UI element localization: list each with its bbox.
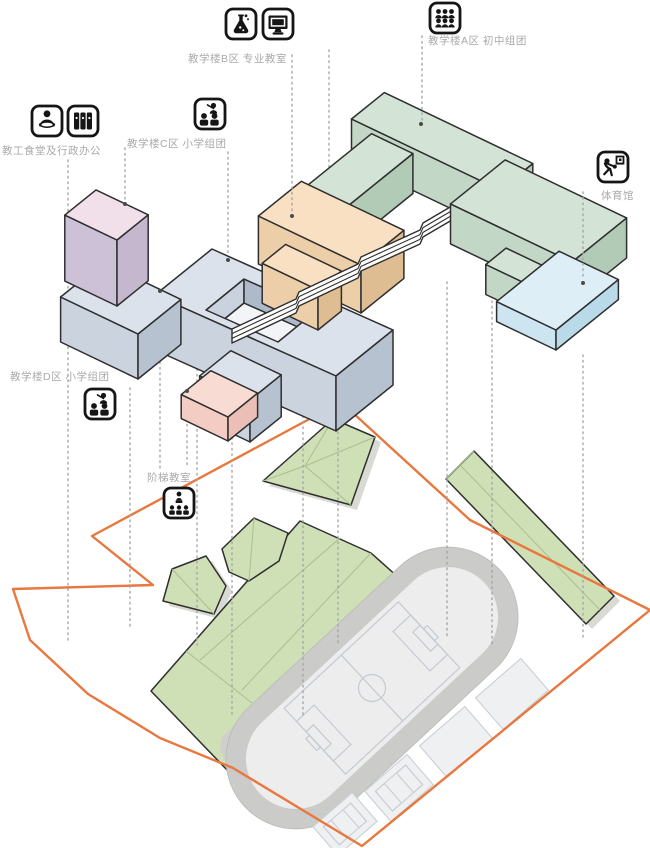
walkway-line xyxy=(231,197,475,335)
teacher-students-icon xyxy=(83,387,117,421)
leader-dot xyxy=(581,281,585,285)
ridge xyxy=(262,418,376,506)
leader-dot xyxy=(158,289,162,293)
site-plan xyxy=(11,400,650,848)
label-canteen-admin: 教工食堂及行政办公 xyxy=(2,145,101,157)
field-center-circle xyxy=(357,673,387,703)
basketball-icon xyxy=(596,150,630,184)
court-outline xyxy=(363,753,435,823)
goal xyxy=(422,624,440,642)
monitor-icon xyxy=(261,7,295,41)
field-halfway-line xyxy=(340,654,404,722)
site-boundary xyxy=(11,400,650,848)
leader-dot xyxy=(185,389,189,393)
court-line xyxy=(374,782,403,812)
label-building-a: 教学楼A区 初中组团 xyxy=(428,35,527,47)
leader-lines-over xyxy=(124,35,584,280)
leader-dot xyxy=(290,214,294,218)
court xyxy=(312,791,378,848)
people-group-icon xyxy=(428,1,462,35)
court xyxy=(474,657,550,731)
running-track xyxy=(225,546,519,830)
label-building-c: 教学楼C区 小学组团 xyxy=(127,138,227,150)
football-field xyxy=(283,601,461,775)
binders-icon xyxy=(66,104,100,138)
court-line xyxy=(395,764,424,794)
leader-dot xyxy=(419,122,423,126)
chef-icon xyxy=(30,104,64,138)
gymnasium-block-roof xyxy=(495,250,620,331)
building-c-right-face xyxy=(335,329,394,432)
site-ridge-lines xyxy=(171,418,601,704)
label-building-b: 教学楼B区 专业教室 xyxy=(188,53,287,65)
lecture-hall-block-roof xyxy=(180,369,259,418)
court xyxy=(363,753,435,823)
court-line xyxy=(342,802,368,829)
site-roof xyxy=(162,555,227,615)
court-outline xyxy=(312,791,378,848)
ridge xyxy=(171,517,255,615)
canteen-admin-tower-roof xyxy=(64,189,149,241)
leader-dot xyxy=(123,202,127,206)
label-lecture-hall: 阶梯教室 xyxy=(147,472,191,484)
sport-courts xyxy=(312,657,550,848)
building-b-main-roof xyxy=(257,180,405,266)
leader-dot xyxy=(226,258,230,262)
lecturer-icon xyxy=(162,486,196,520)
teacher-students-icon xyxy=(193,97,227,131)
label-gymnasium: 体育馆 xyxy=(601,190,634,202)
leader-dots xyxy=(123,122,585,393)
walkway-line xyxy=(231,201,475,339)
axon-buildings xyxy=(59,91,628,443)
ridge xyxy=(185,537,372,704)
goal xyxy=(304,734,322,752)
flask-icon xyxy=(224,7,258,41)
court-outline xyxy=(474,657,550,731)
label-building-d: 教学楼D区 小学组团 xyxy=(10,371,110,383)
court-line xyxy=(322,819,348,846)
